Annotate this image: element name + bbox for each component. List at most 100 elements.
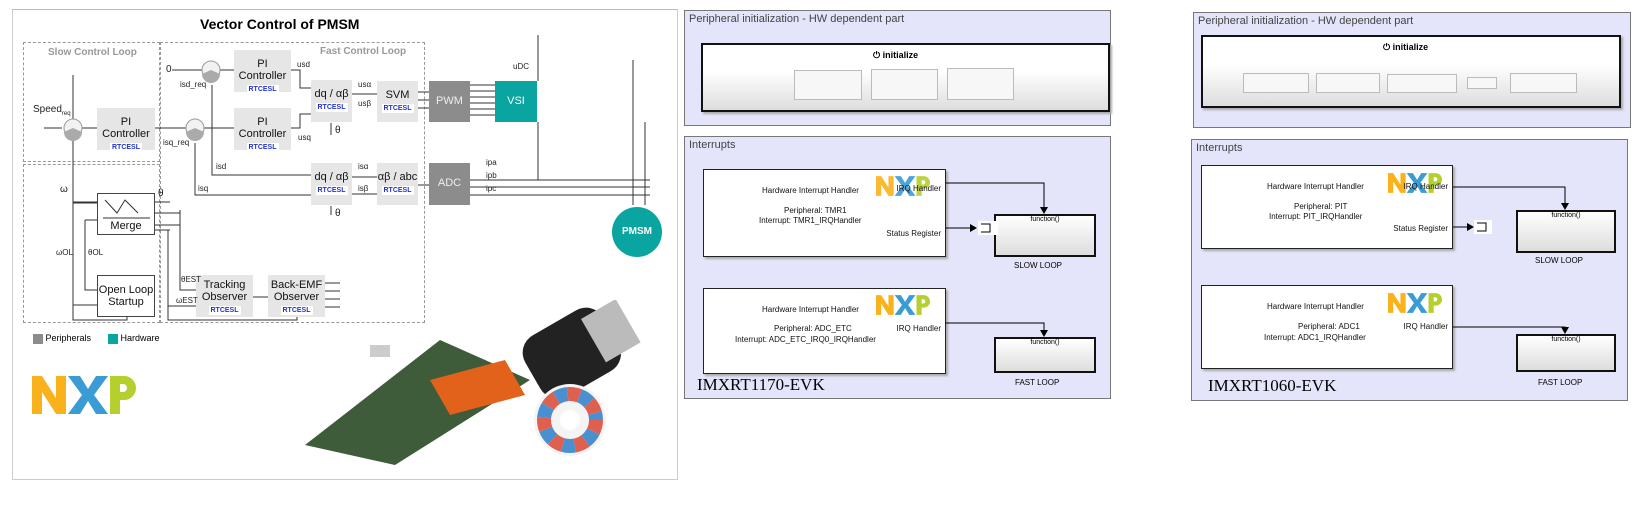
peripheral-label: Peripheral: TMR1	[784, 206, 847, 215]
interrupt-connections	[946, 182, 1048, 337]
fast-loop-function[interactable]: function()	[1516, 334, 1616, 372]
pane-title: Interrupts	[1196, 142, 1243, 154]
status-register-port: Status Register	[886, 229, 941, 238]
nxp-logo	[1388, 173, 1442, 193]
figure-title: Vector Control of PMSM	[200, 16, 360, 32]
init-block[interactable]	[1243, 73, 1309, 93]
slow-loop-function[interactable]: function()	[994, 214, 1096, 257]
slow-loop-function[interactable]: function()	[1516, 210, 1616, 253]
slow-irq-block[interactable]: Hardware Interrupt Handler IRQ Handler P…	[1201, 165, 1453, 249]
inverse-park-block: dq / αβ RTCESL	[311, 80, 352, 122]
fast-loop-function[interactable]: function()	[994, 337, 1096, 373]
rtcesl-tag: RTCESL	[246, 85, 279, 94]
function-label: function()	[1030, 216, 1060, 223]
power-icon: ⏻	[873, 50, 881, 60]
init-block[interactable]	[1316, 73, 1380, 93]
init-block[interactable]	[871, 69, 938, 100]
usa-label: usα	[358, 80, 372, 89]
fast-irq-block[interactable]: Hardware Interrupt Handler IRQ Handler P…	[1201, 285, 1453, 369]
hw-handler-label: Hardware Interrupt Handler	[762, 305, 859, 314]
block-label: PI Controller	[102, 116, 150, 140]
usq-label: usq	[298, 133, 311, 142]
legend-label: Peripherals	[45, 333, 92, 343]
isb-label: isβ	[358, 184, 369, 193]
usb-label: usβ	[358, 99, 372, 108]
interrupt-connections	[1453, 186, 1569, 334]
ipc-label: ipc	[486, 184, 497, 193]
interrupt-label: Interrupt: PIT_IRQHandler	[1269, 212, 1363, 221]
block-label: αβ / abc	[377, 171, 418, 183]
pane-title: Peripheral initialization - HW dependent…	[689, 13, 905, 25]
vsi-block: VSI	[495, 81, 537, 122]
isd-req-label: isd_req	[180, 80, 207, 89]
rtcesl-tag: RTCESL	[381, 186, 414, 195]
pane-title: Interrupts	[689, 139, 736, 151]
block-label: Open Loop Startup	[98, 284, 154, 308]
vector-control-figure	[12, 9, 678, 480]
function-label: function()	[1551, 336, 1581, 343]
init-block[interactable]	[1467, 77, 1497, 89]
udc-label: uDC	[513, 62, 530, 71]
fast-loop-caption: FAST LOOP	[1538, 378, 1583, 387]
rtcesl-tag: RTCESL	[315, 186, 348, 195]
block-label: PWM	[436, 95, 463, 107]
pmsm-motor: PMSM	[612, 207, 662, 257]
power-icon: ⏻	[1383, 42, 1391, 52]
hardware-swatch	[108, 333, 118, 344]
interrupts-pane: Interrupts Hardware Interrupt Handler IR…	[1191, 139, 1628, 401]
fast-loop-region	[160, 42, 425, 323]
init-block[interactable]	[1387, 74, 1457, 93]
init-block[interactable]	[947, 68, 1014, 100]
slow-irq-block[interactable]: Hardware Interrupt Handler IRQ Handler P…	[703, 169, 946, 257]
isq-req-label: isq_req	[163, 138, 190, 147]
function-label: function()	[1030, 339, 1060, 346]
irq-handler-port: IRQ Handler	[896, 184, 941, 193]
peripheral-init-pane: Peripheral initialization - HW dependent…	[684, 10, 1111, 126]
zero-label: 0	[166, 64, 172, 75]
rtcesl-tag: RTCESL	[246, 143, 279, 152]
pane-title: Peripheral initialization - HW dependent…	[1198, 15, 1414, 27]
ipb-label: ipb	[486, 171, 497, 180]
irq-handler-port: IRQ Handler	[896, 324, 941, 333]
hw-handler-label: Hardware Interrupt Handler	[1267, 302, 1364, 311]
block-label: VSI	[507, 95, 525, 107]
signal-lines	[44, 35, 650, 321]
fast-irq-block[interactable]: Hardware Interrupt Handler IRQ Handler P…	[703, 288, 946, 374]
init-block[interactable]	[1510, 73, 1577, 93]
block-label: dq / αβ	[314, 88, 349, 100]
hw-handler-label: Hardware Interrupt Handler	[762, 186, 859, 195]
theta-est-label: θEST	[181, 275, 202, 284]
interrupt-label: Interrupt: ADC_ETC_IRQ0_IRQHandler	[735, 335, 876, 344]
legend-label: Hardware	[120, 333, 160, 343]
estimator-region	[23, 164, 160, 323]
irq-handler-port: IRQ Handler	[1403, 322, 1448, 331]
rtcesl-tag: RTCESL	[315, 103, 348, 112]
initialize-label: ⏻ initialize	[873, 50, 919, 60]
nxp-logo	[32, 376, 136, 414]
ipa-label: ipa	[486, 158, 497, 167]
peripheral-label: Peripheral: ADC1	[1298, 322, 1360, 331]
function-label: function()	[1551, 212, 1581, 219]
block-label: Back-EMF Observer	[270, 279, 323, 303]
block-label: ADC	[437, 177, 462, 189]
fast-loop-label: Fast Control Loop	[320, 46, 407, 57]
theta-label-top: θ	[335, 125, 341, 136]
omega-est-label: ωEST	[176, 296, 198, 305]
theta-merge-label: θ	[158, 188, 164, 199]
block-label: PMSM	[622, 226, 652, 237]
legend-hardware: Hardware	[108, 333, 160, 344]
usd-label: usd	[297, 60, 310, 69]
peripherals-swatch	[33, 333, 43, 344]
block-label: dq / αβ	[314, 171, 349, 183]
hw-handler-label: Hardware Interrupt Handler	[1267, 182, 1364, 191]
initialize-subsystem[interactable]: ⏻ initialize	[1201, 35, 1621, 108]
initialize-subsystem[interactable]: ⏻ initialize	[701, 43, 1110, 112]
theta-ol-label: θOL	[88, 248, 104, 257]
rtcesl-tag: RTCESL	[280, 306, 313, 315]
init-block[interactable]	[794, 70, 862, 100]
peripheral-label: Peripheral: ADC_ETC	[774, 324, 852, 333]
